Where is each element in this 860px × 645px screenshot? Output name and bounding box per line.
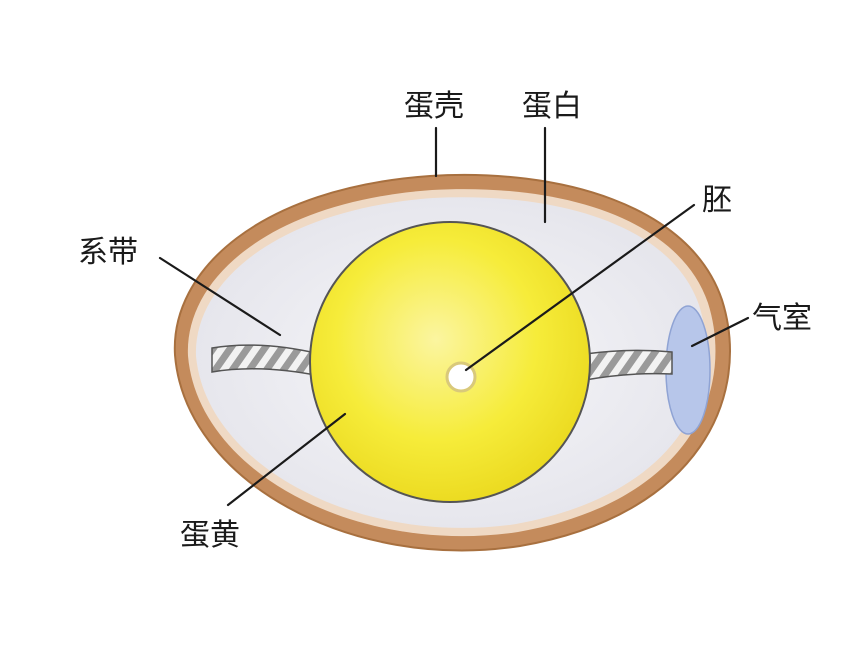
embryo bbox=[445, 361, 477, 393]
egg-yolk bbox=[309, 221, 591, 503]
leader-chalaza bbox=[158, 256, 282, 337]
leader-embryo bbox=[464, 203, 696, 372]
label-chalaza: 系带 bbox=[78, 235, 138, 270]
leader-air-cell bbox=[690, 316, 750, 348]
label-shell: 蛋壳 bbox=[404, 89, 464, 124]
label-air-cell: 气室 bbox=[752, 301, 812, 336]
label-embryo: 胚 bbox=[702, 183, 732, 218]
chalaza-right bbox=[584, 349, 673, 381]
label-yolk: 蛋黄 bbox=[180, 518, 240, 553]
leader-yolk bbox=[226, 412, 347, 507]
label-albumen: 蛋白 bbox=[522, 89, 582, 124]
